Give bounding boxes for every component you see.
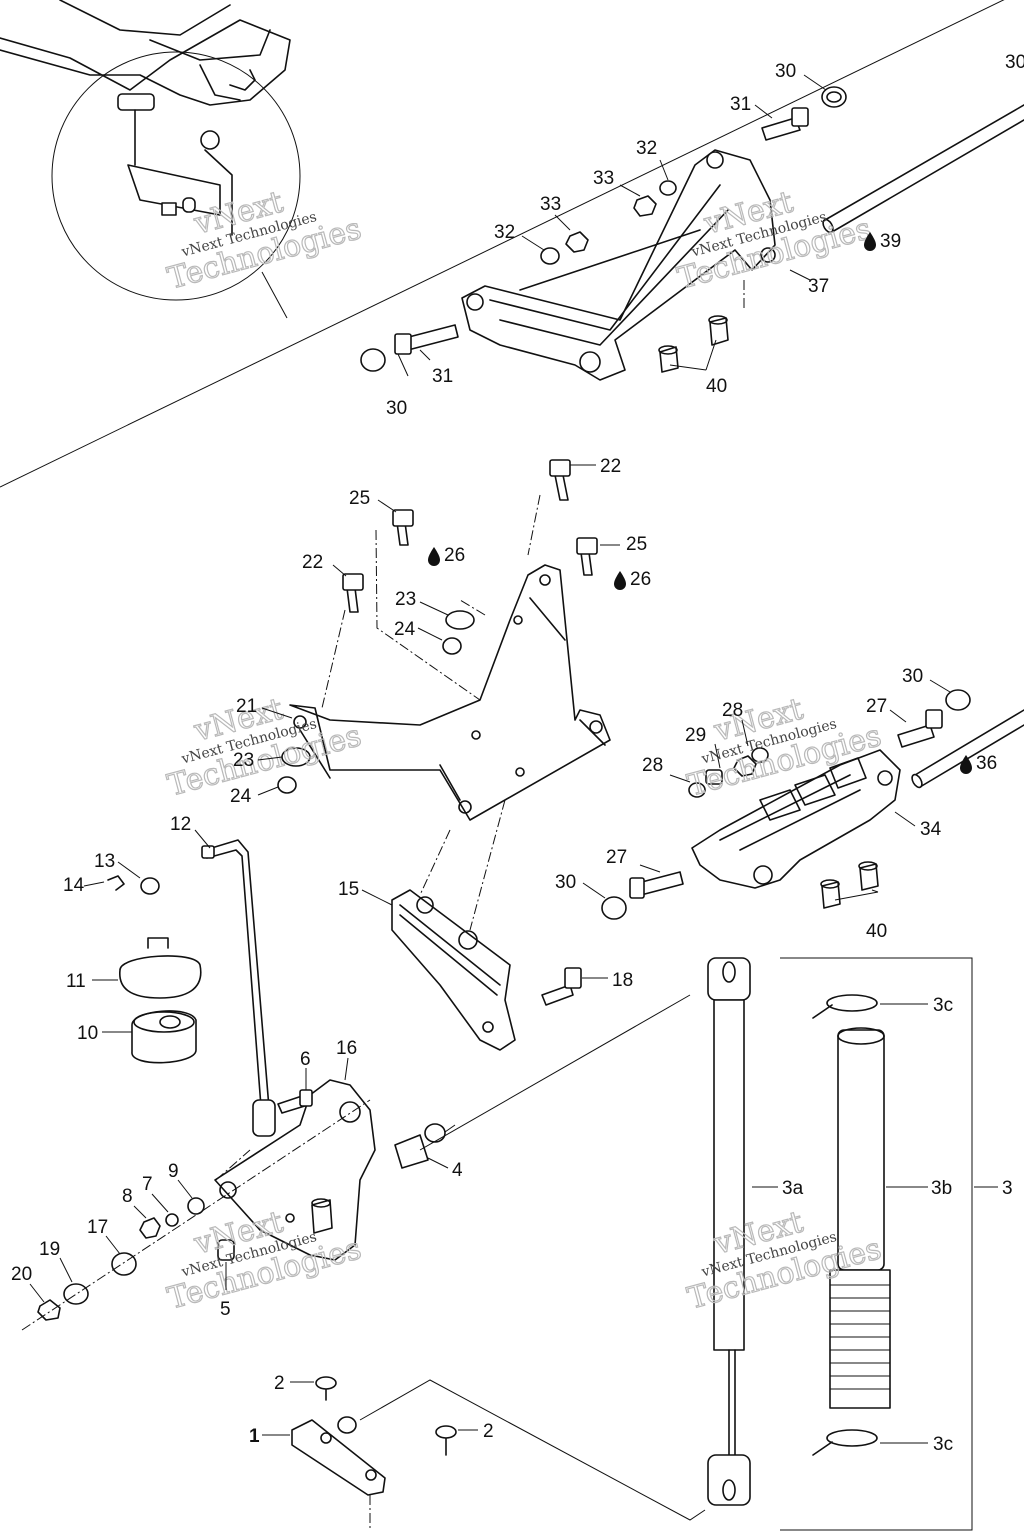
detail-leader xyxy=(261,271,288,319)
callout-1: 1 xyxy=(249,1426,260,1447)
callout-13: 13 xyxy=(94,851,115,872)
callout-29: 29 xyxy=(685,725,706,746)
chassis-fragment xyxy=(0,0,291,236)
leader-lines xyxy=(29,74,998,1444)
callout-23: 23 xyxy=(233,750,254,771)
callout-15: 15 xyxy=(338,879,359,900)
callout-3c: 3c xyxy=(933,995,953,1016)
callout-30: 30 xyxy=(902,666,923,687)
callout-3a: 3a xyxy=(782,1178,804,1199)
bracket-1 xyxy=(291,1376,706,1530)
callout-21: 21 xyxy=(236,696,257,717)
linkage-rod-12 xyxy=(201,839,276,1137)
callout-28: 28 xyxy=(642,755,663,776)
boot-10-strap-11 xyxy=(119,937,202,1064)
rear-arm-assembly xyxy=(461,149,776,381)
callout-32: 32 xyxy=(494,222,515,243)
callout-30: 30 xyxy=(775,61,796,82)
detail-circle xyxy=(51,51,301,301)
callout-10: 10 xyxy=(77,1023,98,1044)
callout-6: 6 xyxy=(300,1049,311,1070)
callout-30: 30 xyxy=(386,398,407,419)
callout-30: 30 xyxy=(1005,52,1024,73)
callout-26: 26 xyxy=(444,545,465,566)
callout-2: 2 xyxy=(483,1421,494,1442)
callout-30: 30 xyxy=(555,872,576,893)
callout-27: 27 xyxy=(866,696,887,717)
callout-39: 39 xyxy=(880,231,901,252)
callout-17: 17 xyxy=(87,1217,108,1238)
callout-20: 20 xyxy=(11,1264,32,1285)
callout-28: 28 xyxy=(722,700,743,721)
callout-34: 34 xyxy=(920,819,942,840)
top-hardware xyxy=(360,86,847,373)
callout-24: 24 xyxy=(230,786,252,807)
callout-22: 22 xyxy=(302,552,323,573)
front-arm-hardware xyxy=(601,689,971,920)
callout-11: 11 xyxy=(66,971,86,992)
callout-33: 33 xyxy=(540,194,561,215)
callout-labels: 30 30 31 32 33 33 32 39 37 31 30 40 22 2… xyxy=(11,52,1024,1455)
middle-hardware xyxy=(277,459,598,931)
callout-24: 24 xyxy=(394,619,416,640)
drop-icon xyxy=(960,755,972,774)
callout-3: 3 xyxy=(1002,1178,1013,1199)
lubricant-drop-icons xyxy=(428,232,972,774)
drop-icon xyxy=(428,547,440,566)
callout-14: 14 xyxy=(63,875,85,896)
callout-27: 27 xyxy=(606,847,627,868)
callout-36: 36 xyxy=(976,753,997,774)
linkage-hardware xyxy=(21,875,691,1331)
callout-7: 7 xyxy=(142,1174,153,1195)
callout-12: 12 xyxy=(170,814,191,835)
callout-25: 25 xyxy=(626,534,647,555)
drop-icon xyxy=(614,571,626,590)
callout-31: 31 xyxy=(730,94,751,115)
callout-33: 33 xyxy=(593,168,614,189)
callout-26: 26 xyxy=(630,569,651,590)
callout-40: 40 xyxy=(706,376,727,397)
bracket-21 xyxy=(289,564,611,821)
boot-3b xyxy=(829,1027,891,1409)
callout-8: 8 xyxy=(122,1186,133,1207)
callout-16: 16 xyxy=(336,1038,357,1059)
callout-4: 4 xyxy=(452,1160,463,1181)
callout-3c: 3c xyxy=(933,1434,953,1455)
callout-32: 32 xyxy=(636,138,657,159)
callout-18: 18 xyxy=(612,970,633,991)
axle-39 xyxy=(822,104,1024,234)
callout-31: 31 xyxy=(432,366,453,387)
cylinder-3a xyxy=(707,957,751,1506)
callout-25: 25 xyxy=(349,488,370,509)
group-bracket-3 xyxy=(780,957,973,1531)
bracket-15 xyxy=(391,889,516,1051)
callout-9: 9 xyxy=(168,1161,179,1182)
clamps-3c xyxy=(812,994,878,1456)
front-arm-34 xyxy=(691,709,1024,889)
callout-40: 40 xyxy=(866,921,887,942)
callout-5: 5 xyxy=(220,1299,231,1320)
callout-3b: 3b xyxy=(931,1178,952,1199)
callout-2: 2 xyxy=(274,1373,285,1394)
drop-icon xyxy=(864,232,876,251)
callout-22: 22 xyxy=(600,456,621,477)
callout-37: 37 xyxy=(808,276,829,297)
callout-23: 23 xyxy=(395,589,416,610)
callout-19: 19 xyxy=(39,1239,60,1260)
section-divider-line xyxy=(0,0,1005,488)
